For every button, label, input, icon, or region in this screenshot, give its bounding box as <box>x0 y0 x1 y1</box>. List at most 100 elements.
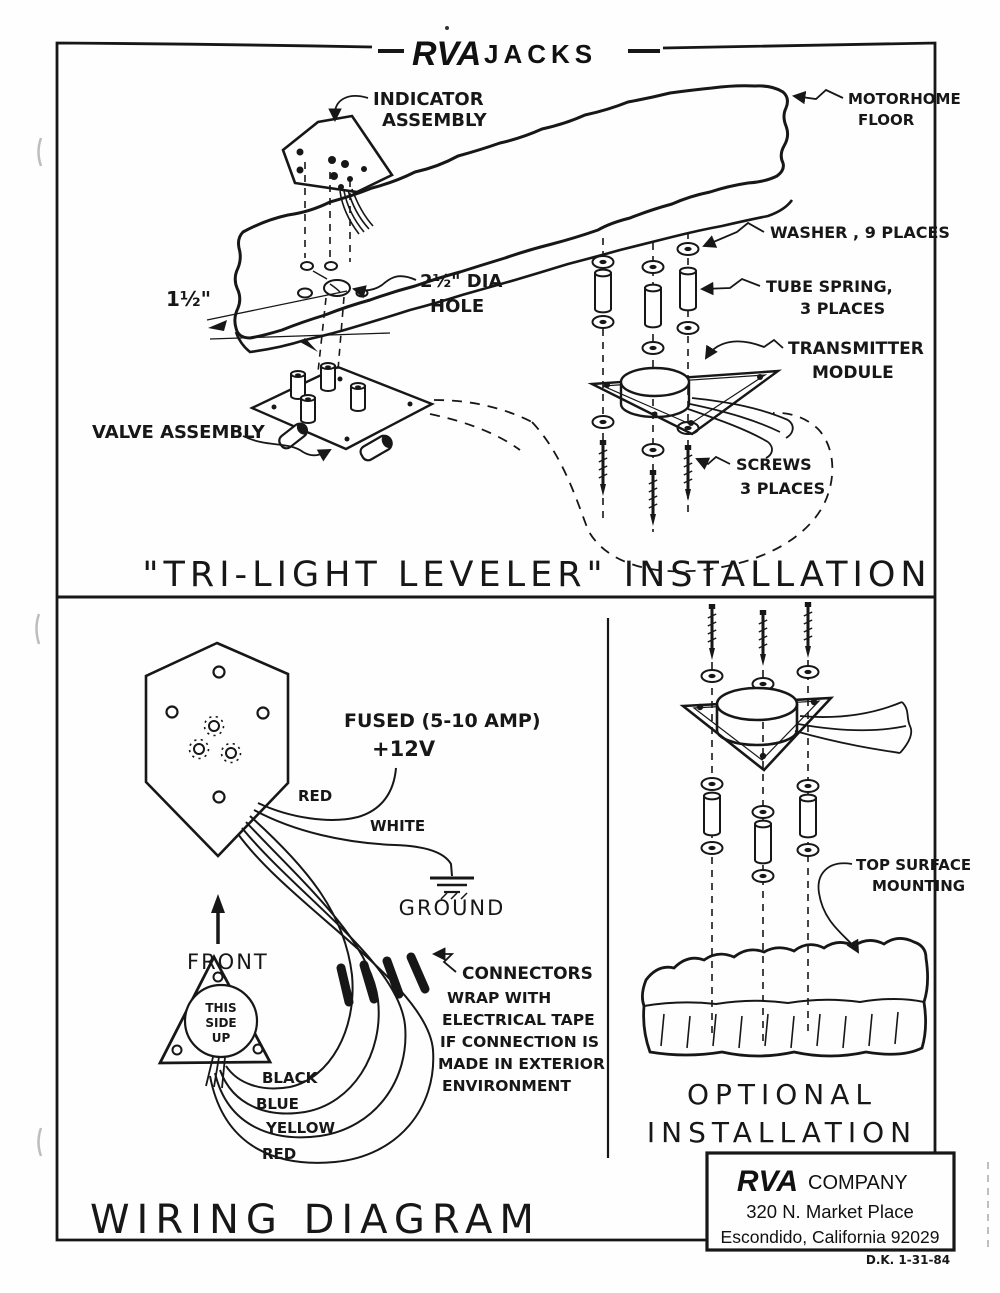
ground-label: GROUND <box>399 896 506 920</box>
washer <box>676 321 700 335</box>
connectors-note-2: ELECTRICAL TAPE <box>442 1011 595 1029</box>
tube-spring <box>644 283 662 329</box>
top-surface-label-2: MOUNTING <box>872 877 965 895</box>
side-up-label-1: THIS <box>205 1001 236 1015</box>
indicator-lamp <box>203 715 225 737</box>
washer <box>796 779 820 793</box>
indicator-panel <box>144 641 290 858</box>
indicator-assembly-plate <box>281 114 394 235</box>
connectors-note-4: MADE IN EXTERIOR <box>438 1055 605 1073</box>
washer <box>796 665 820 679</box>
transmitter-label-2: MODULE <box>812 363 894 383</box>
connectors-label: CONNECTORS <box>462 964 593 984</box>
installation-labels: INDICATOR ASSEMBLY MOTORHOME FLOOR WASHE… <box>92 88 961 498</box>
washer <box>796 843 820 857</box>
mounting-surface-slab <box>641 937 929 1058</box>
ground-symbol <box>430 876 474 900</box>
spring-label-1: TUBE SPRING, <box>766 277 893 296</box>
red-wire-loop <box>209 833 435 1164</box>
valve-solenoid <box>320 362 336 392</box>
top-surface-label-group: TOP SURFACE MOUNTING <box>817 856 971 954</box>
this-side-up-disc <box>183 983 259 1059</box>
base-triangle: THIS SIDE UP <box>157 953 273 1089</box>
red-wire-label: RED <box>298 787 332 805</box>
tube-spring <box>703 791 721 837</box>
washer <box>700 841 724 855</box>
page-border <box>35 26 989 1248</box>
company-street: 320 N. Market Place <box>746 1201 914 1222</box>
washer <box>641 443 665 457</box>
screws-label-2: 3 PLACES <box>740 479 825 498</box>
washer <box>641 341 665 355</box>
module-disk-side <box>619 382 691 419</box>
tube-spring <box>799 793 817 839</box>
washer <box>700 669 724 683</box>
company-brand: RVA <box>737 1165 798 1198</box>
transmitter-label-1: TRANSMITTER <box>788 339 924 359</box>
yellow-label: YELLOW <box>265 1119 335 1137</box>
floor-label-2: FLOOR <box>858 111 915 129</box>
top-surface-label-1: TOP SURFACE <box>856 856 971 874</box>
scan-artifact <box>37 1127 43 1157</box>
yellow-wire-loop <box>214 827 407 1139</box>
company-box: RVA COMPANY 320 N. Market Place Escondid… <box>705 1151 956 1252</box>
optional-title-2: INSTALLATION <box>647 1116 917 1149</box>
valve-plate-holes <box>271 376 413 442</box>
indicator-label-2: ASSEMBLY <box>382 110 488 131</box>
twelve-v-label: +12V <box>372 737 436 761</box>
hole-label-1: 2½" DIA <box>420 271 502 292</box>
hidden-hose-route <box>429 399 834 573</box>
washer-label: WASHER , 9 PLACES <box>770 223 950 242</box>
spring-leader <box>699 277 761 296</box>
motorhome-floor-slab <box>206 84 794 354</box>
connectors-note-3: IF CONNECTION IS <box>440 1033 599 1051</box>
washer-leader <box>702 221 765 248</box>
valve-solenoid <box>300 394 316 424</box>
valve-assembly <box>249 362 435 462</box>
screw <box>802 600 814 660</box>
module-disk-top <box>619 366 691 398</box>
wiring-labels: FUSED (5-10 AMP) +12V RED WHITE GROUND F… <box>187 710 605 1163</box>
valve-solenoid <box>290 370 306 400</box>
optional-title-1: OPTIONAL <box>687 1078 877 1111</box>
harness-wires <box>209 767 453 1164</box>
wiring-diagram: THIS SIDE UP FUSED (5-10 AMP) +12V RED W… <box>90 641 605 1243</box>
blue-label: BLUE <box>256 1095 299 1113</box>
optional-transmitter-module <box>679 686 913 772</box>
red2-label: RED <box>262 1145 296 1163</box>
screw <box>647 468 659 528</box>
brand-jacks: JACKS <box>484 39 597 69</box>
module-disk-top <box>715 686 799 722</box>
spring-label-2: 3 PLACES <box>800 299 885 318</box>
indicator-lamp <box>220 742 242 764</box>
fused-label: FUSED (5-10 AMP) <box>344 710 541 732</box>
triangle-holes <box>171 971 264 1056</box>
scan-artifact <box>37 137 43 167</box>
installation-diagram: INDICATOR ASSEMBLY MOTORHOME FLOOR WASHE… <box>92 84 961 595</box>
valve-label: VALVE ASSEMBLY <box>92 422 266 443</box>
tube-spring <box>754 819 772 865</box>
front-arrowhead <box>211 894 225 913</box>
edge-dim-label: 1½" <box>166 287 211 311</box>
transmitter-leader <box>704 338 784 360</box>
washer <box>591 255 615 269</box>
scan-speck <box>445 26 449 30</box>
floor-thickness-edge <box>234 199 794 354</box>
valve-solenoid <box>350 382 366 412</box>
wiring-title: WIRING DIAGRAM <box>90 1197 541 1243</box>
indicator-wire-bundle <box>339 188 374 235</box>
slab-hatching <box>660 1011 899 1049</box>
valve-leader <box>242 435 332 462</box>
transmitter-module <box>587 366 794 459</box>
white-wire-label: WHITE <box>370 817 425 835</box>
company-city: Escondido, California 92029 <box>721 1227 940 1247</box>
large-hole <box>323 279 351 297</box>
scan-artifact <box>35 613 41 645</box>
tube-spring <box>594 268 612 314</box>
blue-wire-loop <box>219 821 380 1115</box>
connectors-note-1: WRAP WITH <box>447 989 551 1007</box>
washer <box>591 315 615 329</box>
credit-note: D.K. 1-31-84 <box>866 1253 950 1267</box>
screws-leader <box>695 455 731 470</box>
